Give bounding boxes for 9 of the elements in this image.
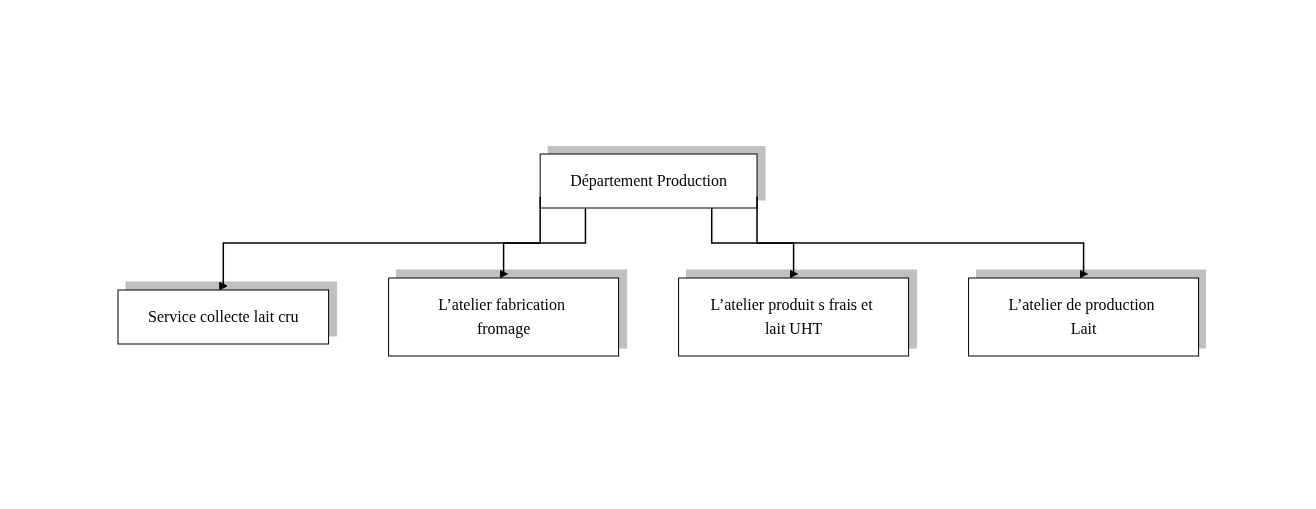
node-box: L’atelier de production Lait bbox=[967, 277, 1199, 356]
arrow bbox=[498, 206, 586, 278]
node-box: Service collecte lait cru bbox=[117, 289, 329, 344]
arrow bbox=[755, 195, 1088, 278]
arrow bbox=[218, 195, 541, 290]
arrow bbox=[710, 206, 798, 278]
node-box: Département Production bbox=[539, 153, 758, 208]
node-box: L’atelier produit s frais et lait UHT bbox=[677, 277, 909, 356]
node-box: L’atelier fabrication fromage bbox=[387, 277, 619, 356]
